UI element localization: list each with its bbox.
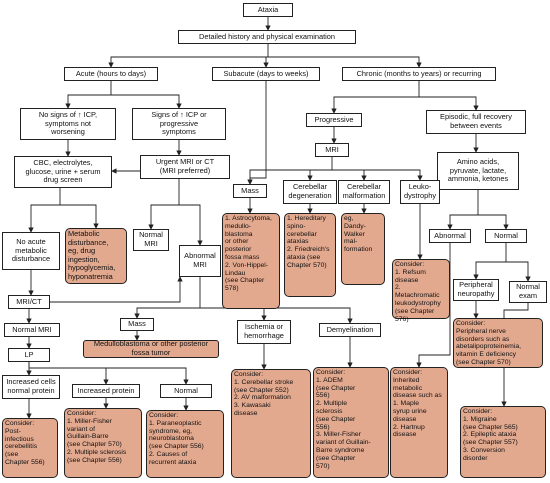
node-normal-mri-small: Normal MRI (133, 229, 169, 251)
node-lp: LP (8, 348, 50, 362)
node-demyelination: Demyelination (319, 323, 381, 337)
node-increased-cells: Increased cells normal protein (2, 375, 60, 399)
node-chronic: Chronic (months to years) or recurring (342, 67, 496, 81)
node-metabolic: Metabolic disturbance, eg, drug ingestio… (65, 228, 127, 284)
node-cereb-degen: Cerebellar degeneration (283, 180, 337, 204)
connector-line (60, 204, 99, 229)
connector-line (416, 243, 451, 368)
connector-line (307, 169, 332, 181)
connector-line (478, 214, 509, 230)
node-paraneoplastic: Consider: 1. Paraneoplastic syndrome, eg… (146, 410, 224, 478)
connector-line (447, 190, 479, 230)
node-abnormal-mri: Abnormal MRI (179, 245, 221, 277)
connector-line (65, 81, 112, 109)
connector-line (332, 169, 367, 181)
node-hereditary: 1. Hereditary spino- cerebellar ataxias … (284, 213, 336, 297)
node-periph-consider: Consider: Peripheral nerve disorders suc… (453, 318, 543, 368)
connector-line (263, 56, 269, 68)
node-leuko: Leuko- dystrophy (400, 180, 440, 204)
node-abnormal: Abnormal (429, 229, 471, 243)
node-no-icp: No signs of ↑ ICP, symptoms not worsenin… (20, 108, 116, 140)
connector-line (108, 44, 269, 68)
node-progressive: Progressive (306, 113, 362, 127)
connector-line (179, 204, 203, 246)
node-refsum: Consider: 1. Refsum disease 2. Metachrom… (392, 259, 450, 323)
node-normal-right: Normal (485, 229, 527, 243)
node-subacute: Subacute (days to weeks) (212, 67, 320, 81)
node-normal-exam: Normal exam (509, 281, 547, 303)
connector-line (148, 179, 180, 230)
connector-line (50, 276, 183, 303)
node-episodic: Episodic, full recovery between events (426, 110, 526, 134)
connector-line (268, 56, 422, 68)
connector-line (28, 362, 109, 385)
node-ataxia: Ataxia (243, 3, 293, 17)
node-dandy-walker: eg, Dandy- Walker mal- formation (341, 213, 385, 285)
node-post-infectious: Consider: Post- infectious cerebellitis … (2, 418, 58, 478)
node-urgent-mri: Urgent MRI or CT (MRI preferred) (140, 155, 230, 179)
node-medulloblastoma: Medulloblastoma or other posterior fossa… (83, 340, 219, 358)
connector-line (332, 169, 423, 181)
node-cerebellar-stroke: Consider: 1. Cerebellar stroke (see Chap… (231, 369, 311, 478)
connector-line (28, 188, 61, 233)
node-astrocytoma: 1. Astrocytoma, medullo- blastoma or oth… (222, 213, 280, 309)
node-mass-top: Mass (233, 184, 267, 198)
node-inherited-metabolic: Consider: Inherited metabolic disease su… (390, 367, 448, 478)
connector-line (506, 261, 531, 282)
node-amino: Amino acids, pyruvate, lactate, ammonia,… (437, 152, 519, 190)
connector-line (331, 81, 420, 114)
node-adem: Consider: 1. ADEM (see Chapter 556) 2. M… (313, 367, 389, 478)
node-signs-icp: Signs of ↑ ICP or progressive symptoms (132, 108, 226, 140)
node-periph-neuropathy: Peripheral neuropathy (453, 279, 499, 301)
node-no-acute: No acute metabolic disturbance (2, 232, 60, 270)
connector-line (473, 243, 507, 280)
node-mass-mid: Mass (120, 318, 154, 331)
node-normal-mid: Normal (160, 384, 212, 398)
connector-line (419, 96, 479, 111)
node-cereb-malf: Cerebellar malformation (338, 180, 390, 204)
node-normal-mri: Normal MRI (4, 323, 60, 337)
connector-line (247, 157, 333, 185)
node-history: Detailed history and physical examinatio… (178, 30, 356, 44)
connector-line (111, 94, 182, 109)
connector-line (134, 277, 201, 319)
connector-line (106, 367, 189, 385)
node-mri-top: MRI (315, 143, 349, 157)
node-increased-protein: Increased protein (72, 384, 140, 398)
node-acute: Acute (hours to days) (64, 67, 158, 81)
node-miller-fisher: Consider: 1. Miller-Fisher variant of Gu… (64, 408, 142, 478)
connector-line (247, 81, 267, 185)
node-cbc: CBC, electrolytes, glucose, urine + seru… (14, 156, 112, 188)
connector-line (200, 307, 267, 321)
node-migraine: Consider: 1. Migraine (see Chapter 565) … (460, 406, 546, 478)
node-mri-ct: MRI/CT (8, 295, 50, 309)
node-ischemia: Ischemia or hemorrhage (237, 320, 291, 344)
